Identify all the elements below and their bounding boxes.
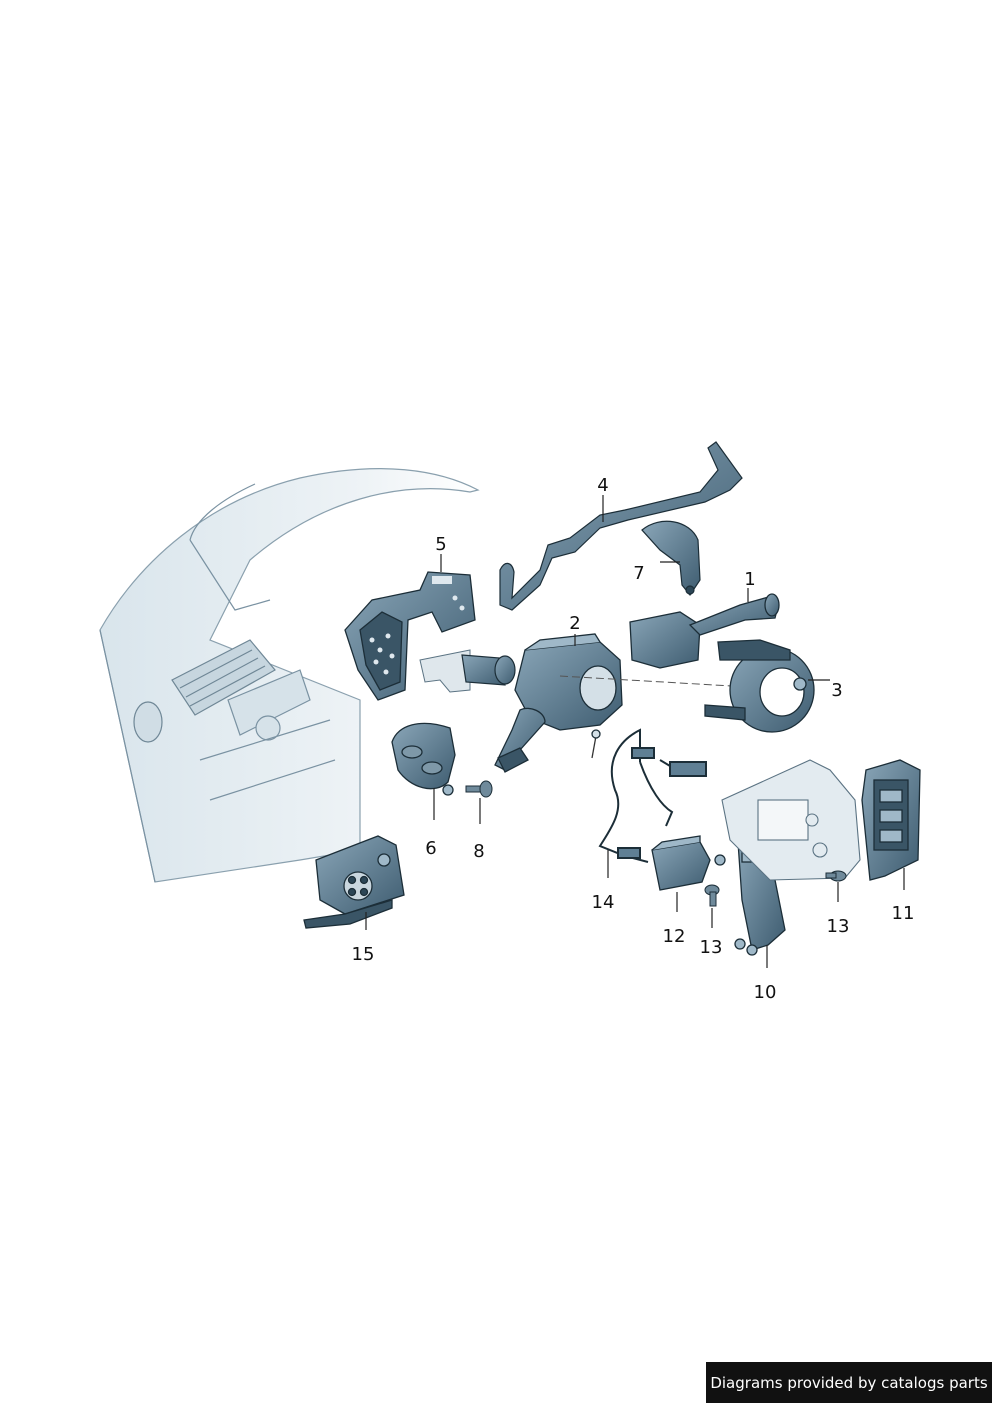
callout-11: 11 <box>891 903 915 924</box>
callout-13-left: 13 <box>699 937 723 958</box>
part-14-wiring-harness <box>598 728 707 863</box>
steering-column-bracket <box>419 649 471 693</box>
callout-5: 5 <box>435 534 447 555</box>
part-5-switch-housing <box>344 571 476 701</box>
dashboard <box>99 468 480 883</box>
callout-7: 7 <box>633 563 645 584</box>
callout-3: 3 <box>831 680 843 701</box>
part-4-rod <box>499 441 743 611</box>
air-vent <box>171 639 276 716</box>
callout-10: 10 <box>753 982 777 1003</box>
part-12-module <box>651 835 726 891</box>
callout-1: 1 <box>744 569 756 590</box>
ignition-barrel <box>461 654 516 686</box>
part-8-screw <box>465 780 493 798</box>
credit-banner: Diagrams provided by catalogs parts <box>706 1362 992 1403</box>
callout-15: 15 <box>351 944 375 965</box>
callout-2: 2 <box>569 613 581 634</box>
assembly-line-2-3 <box>559 675 801 691</box>
callout-13-right: 13 <box>826 916 850 937</box>
part-2-column-module <box>494 633 623 773</box>
part-1-stalk <box>629 593 780 669</box>
leader-lines <box>365 495 905 968</box>
part-13-screw-left <box>704 884 720 907</box>
credit-text: Diagrams provided by catalogs parts <box>710 1373 988 1392</box>
mounting-plate <box>721 759 861 881</box>
callout-6: 6 <box>425 838 437 859</box>
callout-12: 12 <box>662 926 686 947</box>
part-6-cover <box>391 722 456 796</box>
callout-8: 8 <box>473 841 485 862</box>
part-15-control-unit <box>303 835 405 929</box>
part-11-switch-panel <box>861 759 921 881</box>
part-13-screw-right <box>825 870 847 882</box>
part-7-trim <box>641 520 701 597</box>
part-3-clock-spring <box>704 639 815 733</box>
callout-4: 4 <box>597 475 609 496</box>
callout-14: 14 <box>591 892 615 913</box>
